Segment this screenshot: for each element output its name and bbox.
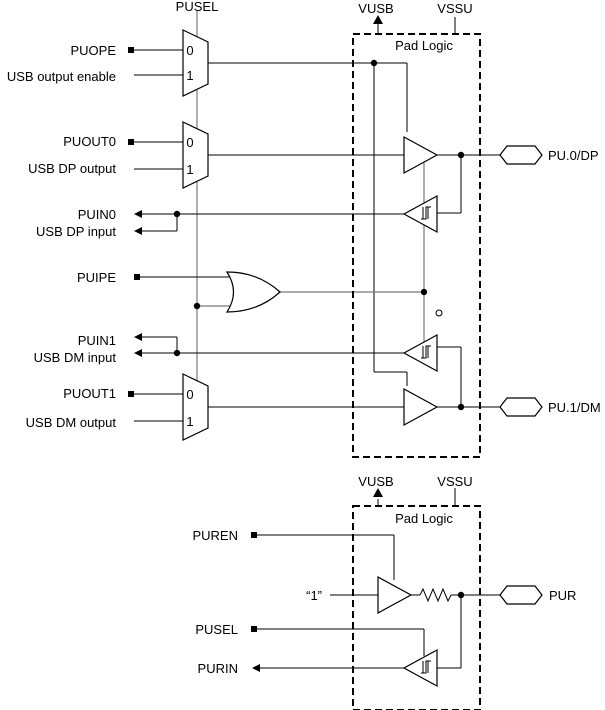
arrow-left-icon [252,664,260,672]
pu1-dm-pad [499,397,543,417]
dp-output-buffer [403,135,439,175]
vusb-arrow-icon [373,488,383,497]
junction-dot [420,288,428,296]
mux-input-1-label: 1 [186,414,193,429]
input-pin-icon [251,626,257,632]
arrow-left-icon [134,349,142,357]
arrow-left-icon [134,210,142,218]
mux-input-0-label: 0 [186,387,193,402]
input-pin-icon [128,139,134,145]
mux-input-1-label: 1 [186,68,193,83]
open-circle [435,309,443,317]
usb-dp-output-label: USB DP output [28,161,116,176]
or-gate [225,271,281,313]
mux-dm-output [182,373,209,441]
schmitt-icon [421,206,431,220]
mux-dp-output [182,121,209,189]
pur-pad [499,585,543,605]
pur-label: PUR [549,588,576,603]
junction-dot [370,59,378,67]
puipe-label: PUIPE [77,270,116,285]
puope-label: PUOPE [70,43,116,58]
arrow-left-icon [134,227,142,235]
purin-schmitt-receiver [402,648,438,688]
pusel-bottom-label: PUSEL [195,622,238,637]
mux-input-1-label: 1 [186,162,193,177]
mux-input-0-label: 0 [186,43,193,58]
mux-input-0-label: 0 [186,135,193,150]
vusb-top-label: VUSB [358,1,393,16]
one-label: “1” [306,588,322,603]
resistor-icon [419,587,452,603]
schmitt-icon [421,660,431,674]
pu0-dp-label: PU.0/DP [548,148,599,163]
pad-logic-bottom-label: Pad Logic [395,511,453,526]
purin-label: PURIN [198,661,238,676]
junction-dot [173,349,181,357]
dm-schmitt-receiver [402,333,438,373]
puin0-label: PUIN0 [78,207,116,222]
mux-output-enable [182,29,209,97]
vusb-arrow-icon [373,15,383,24]
input-pin-icon [134,274,140,280]
usb-dm-input-label: USB DM input [34,350,117,365]
junction-dot [193,302,201,310]
vssu-top-label: VSSU [437,1,472,16]
input-pin-icon [128,47,134,53]
junction-dot [457,591,465,599]
pu0-dp-pad [499,145,543,165]
usb-output-enable-label: USB output enable [7,69,116,84]
dm-output-buffer [403,387,439,427]
pusel-top-label: PUSEL [176,0,219,14]
pu1-dm-label: PU.1/DM [548,400,601,415]
puout1-label: PUOUT1 [63,386,116,401]
schmitt-icon [421,345,431,359]
puin1-label: PUIN1 [78,333,116,348]
pur-output-buffer [377,575,413,615]
usb-dp-input-label: USB DP input [36,224,116,239]
junction-dot [173,210,181,218]
arrow-left-icon [134,333,142,341]
junction-dot [457,151,465,159]
puren-label: PUREN [192,528,238,543]
pad-logic-top-label: Pad Logic [395,38,453,53]
dp-schmitt-receiver [402,194,438,234]
vssu-bottom-label: VSSU [437,474,472,489]
junction-dot [457,403,465,411]
puout0-label: PUOUT0 [63,134,116,149]
vusb-bottom-label: VUSB [358,474,393,489]
usb-dm-output-label: USB DM output [26,415,117,430]
input-pin-icon [251,532,257,538]
input-pin-icon [128,391,134,397]
